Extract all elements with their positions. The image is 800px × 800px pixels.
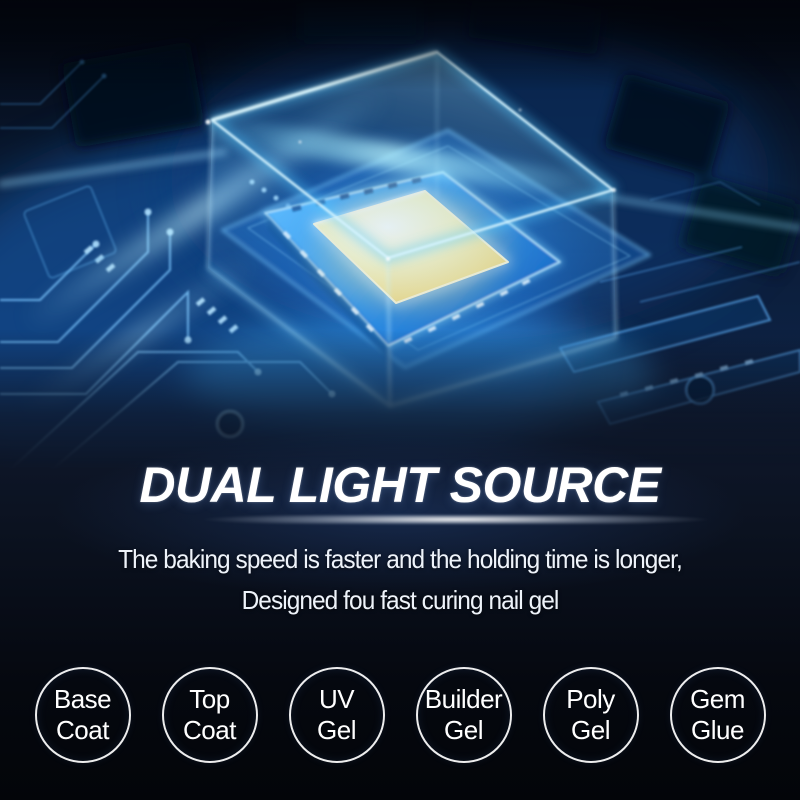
badge-label-bottom: Gel <box>317 715 356 745</box>
text-backdrop <box>0 470 800 800</box>
sparkles <box>205 108 616 261</box>
gel-badges-row: Base Coat Top Coat UV Gel Builder Gel Po… <box>0 667 800 763</box>
badge-label-bottom: Gel <box>571 715 610 745</box>
badge-label-top: UV <box>318 684 355 714</box>
hero-image <box>0 0 800 470</box>
badge-builder-gel: Builder Gel <box>415 667 512 763</box>
description-line-2: Designed fou fast curing nail gel <box>241 585 560 615</box>
badge-top-coat: Top Coat <box>161 667 258 763</box>
badge-label-top: Poly <box>566 684 615 714</box>
badge-label-top: Base <box>53 684 112 714</box>
description-line-1: The baking speed is faster and the holdi… <box>118 544 683 574</box>
headline: DUAL LIGHT SOURCE <box>139 457 661 513</box>
badge-label-bottom: Glue <box>691 715 744 745</box>
badge-label-top: Top <box>189 684 230 714</box>
silkscreen-outline <box>23 185 117 279</box>
badge-poly-gel: Poly Gel <box>542 667 639 763</box>
headline-underline-glow <box>114 515 735 524</box>
badge-label-top: Builder <box>424 684 503 714</box>
badge-uv-gel: UV Gel <box>288 667 385 763</box>
badge-label-bottom: Gel <box>444 715 483 745</box>
badge-gem-glue: Gem Glue <box>669 667 766 763</box>
badge-base-coat: Base Coat <box>34 667 131 763</box>
badge-label-bottom: Coat <box>183 715 236 745</box>
badge-label-bottom: Coat <box>56 715 109 745</box>
badge-label-top: Gem <box>690 684 745 714</box>
horizontal-light-rays <box>0 150 800 230</box>
